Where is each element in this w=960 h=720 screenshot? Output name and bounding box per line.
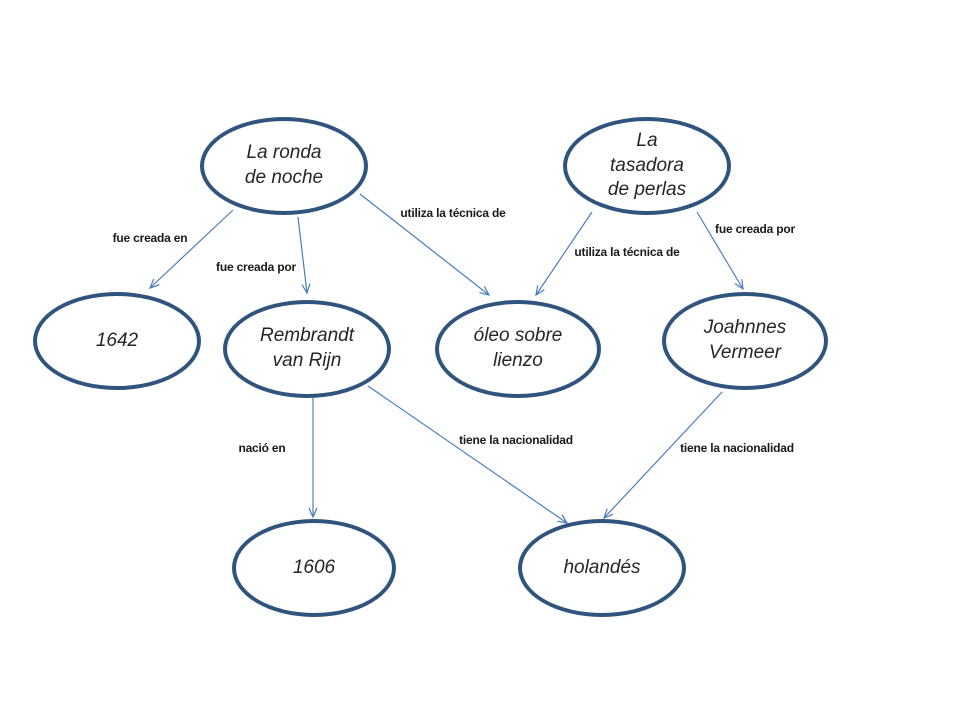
edge-joahnnes-vermeer-to-holandes <box>602 391 723 520</box>
node-holandes: holandés <box>518 519 686 617</box>
node-label-line: holandés <box>563 556 641 578</box>
edge-label: tiene la nacionalidad <box>459 433 573 447</box>
edge-rembrandt-van-rijn-to-holandes <box>367 385 569 524</box>
node-label-line: Vermeer <box>708 342 782 363</box>
edge-label: fue creada por <box>216 260 296 274</box>
edge-la-tasadora-de-perlas-to-oleo-sobre-lienzo <box>535 211 593 297</box>
edge-label: nació en <box>238 441 286 455</box>
edge-la-tasadora-de-perlas-to-joahnnes-vermeer <box>696 211 744 291</box>
node-label-line: de perlas <box>607 179 687 201</box>
node-label-line: La ronda <box>246 142 322 164</box>
node-label-line: Rembrandt <box>260 325 354 347</box>
edge-la-ronda-de-noche-to-rembrandt-van-rijn <box>297 216 311 295</box>
node-1642: 1642 <box>33 292 201 390</box>
node-label-line: van Rijn <box>272 350 342 371</box>
node-label-line: Joahnnes <box>703 317 787 339</box>
edge-label: tiene la nacionalidad <box>680 441 794 455</box>
node-label-line: tasadora <box>610 154 684 176</box>
node-oleo-sobre-lienzo: óleo sobre lienzo <box>435 300 601 398</box>
node-1606: 1606 <box>232 519 396 617</box>
node-la-ronda-de-noche: La ronda de noche <box>200 117 368 215</box>
node-label-line: de noche <box>244 167 324 188</box>
node-label-line: 1606 <box>292 556 336 578</box>
node-label-line: lienzo <box>493 350 543 371</box>
node-rembrandt-van-rijn: Rembrandt van Rijn <box>223 300 391 398</box>
node-label-line: óleo sobre <box>473 325 563 347</box>
node-label-line: 1642 <box>95 329 139 351</box>
edge-label: fue creada por <box>715 222 795 236</box>
node-label-line: La <box>636 129 658 151</box>
node-la-tasadora-de-perlas: La tasadora de perlas <box>563 117 731 215</box>
edge-la-ronda-de-noche-to-oleo-sobre-lienzo <box>359 193 491 296</box>
edge-label: utiliza la técnica de <box>400 206 506 220</box>
edge-label: utiliza la técnica de <box>574 245 680 259</box>
edge-la-ronda-de-noche-to-1642 <box>148 209 234 290</box>
edge-label: fue creada en <box>112 231 188 245</box>
